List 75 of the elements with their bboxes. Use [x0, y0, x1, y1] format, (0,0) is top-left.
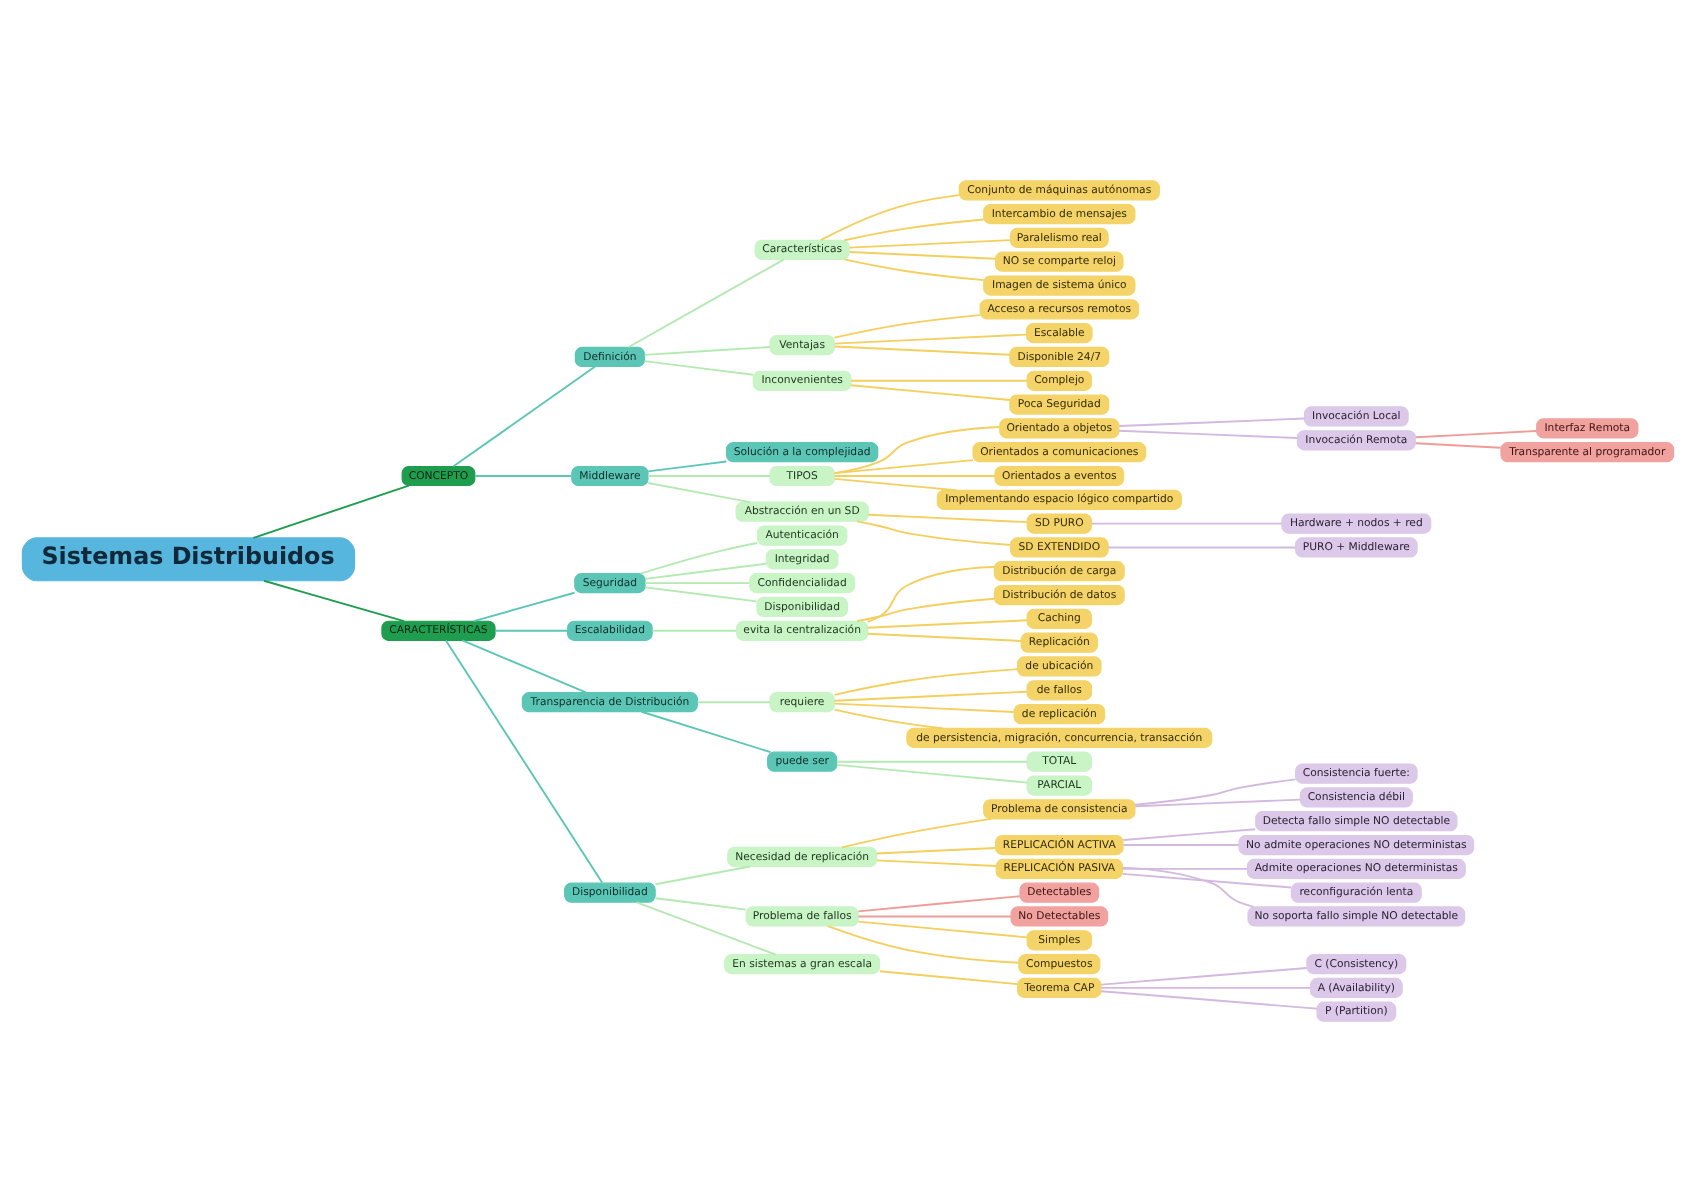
connector: [866, 565, 996, 622]
connector: [833, 689, 1028, 701]
connector: [252, 483, 410, 538]
connector: [827, 924, 1020, 963]
connector: [643, 359, 755, 375]
connector: [696, 700, 771, 703]
connector: [627, 257, 785, 348]
connector: [1122, 843, 1240, 845]
connector: [850, 378, 1029, 381]
connector: [833, 701, 1015, 712]
connector: [1100, 985, 1312, 988]
connector: [833, 476, 957, 491]
connector: [1118, 428, 1299, 438]
connector: [833, 474, 996, 476]
connector: [644, 561, 768, 579]
connector: [643, 345, 771, 355]
connector: [1121, 871, 1292, 888]
connector: [841, 816, 992, 848]
connector: [856, 596, 996, 622]
connector: [843, 257, 985, 281]
connector: [836, 762, 1028, 783]
connector: [644, 581, 751, 584]
connector: [1121, 866, 1249, 869]
connector: [833, 313, 981, 338]
connector: [1414, 441, 1502, 448]
connector: [644, 585, 758, 602]
connector: [472, 590, 576, 622]
connector: [654, 864, 751, 885]
connector: [1090, 521, 1283, 524]
connector: [836, 759, 1028, 762]
connector: [833, 667, 1019, 695]
connector: [1118, 416, 1306, 426]
connector: [1122, 827, 1257, 840]
connector: [639, 541, 759, 574]
connector: [651, 628, 738, 631]
connector: [654, 896, 747, 910]
connector: [848, 238, 1012, 248]
connector: [647, 481, 751, 503]
connector: [1100, 966, 1308, 985]
connector: [647, 474, 771, 476]
connector: [647, 459, 728, 472]
connector: [1134, 797, 1301, 807]
connector: [474, 474, 573, 476]
connector: [819, 193, 960, 241]
connector: [833, 458, 974, 474]
connector: [866, 618, 1029, 628]
connector: [866, 631, 1023, 641]
connector: [833, 425, 1001, 474]
connector: [843, 217, 985, 241]
connector: [1134, 777, 1297, 805]
connector: [875, 846, 997, 854]
connector: [856, 519, 1012, 545]
connector: [833, 707, 945, 729]
connector: [494, 628, 569, 631]
connector: [1121, 865, 1255, 907]
connector: [850, 383, 1011, 400]
connector: [848, 250, 997, 259]
connector: [461, 638, 587, 693]
connector: [1414, 429, 1538, 438]
connector: [635, 900, 777, 955]
connector: [867, 512, 1028, 523]
connector: [452, 364, 597, 467]
node-box: Sistemas Distribuidos: [21, 536, 356, 581]
connector: [857, 914, 1012, 917]
connector: [640, 709, 772, 753]
connector: [833, 344, 1011, 355]
connector: [444, 638, 604, 883]
connector: [857, 919, 1028, 938]
connector: [833, 332, 1028, 344]
connector: [857, 894, 1021, 912]
connector: [1100, 989, 1318, 1009]
connector: [878, 969, 1019, 985]
connector: [1107, 545, 1297, 548]
connector: [875, 858, 997, 866]
connector: [263, 578, 405, 622]
